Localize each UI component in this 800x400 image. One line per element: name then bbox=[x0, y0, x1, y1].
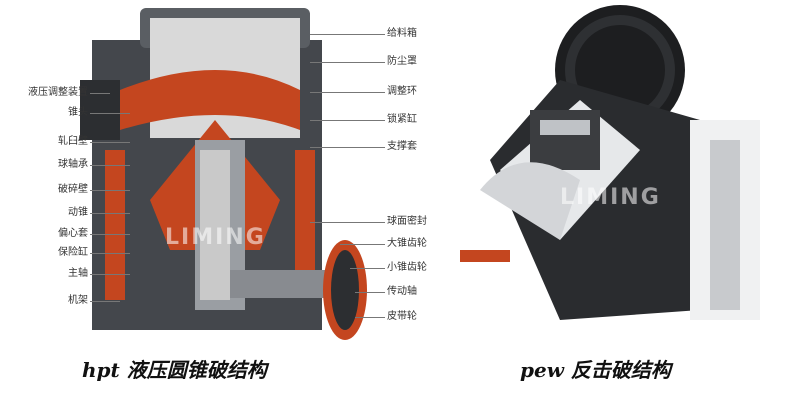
label-dust-cover: 防尘罩 bbox=[387, 56, 417, 67]
label-cone-head: 锥头 bbox=[68, 107, 88, 118]
label-main-shaft: 主轴 bbox=[68, 268, 88, 279]
label-moving-cone: 动锥 bbox=[68, 207, 88, 218]
label-spherical-seal: 球面密封 bbox=[387, 216, 427, 227]
label-hydraulic-adjust: 液压调整装置 bbox=[28, 87, 88, 98]
label-drive-shaft: 传动轴 bbox=[387, 286, 417, 297]
label-safety-cylinder: 保险缸 bbox=[58, 247, 88, 258]
cone-crusher-cutaway bbox=[80, 8, 367, 340]
label-bowl-liner: 轧臼壁 bbox=[58, 136, 88, 147]
label-small-bevel-gear: 小锥齿轮 bbox=[387, 262, 427, 273]
watermark: LIMING bbox=[560, 185, 661, 210]
label-pulley: 皮带轮 bbox=[387, 311, 417, 322]
jaw-crusher-illustration bbox=[460, 5, 760, 320]
label-lock-cylinder: 锁紧缸 bbox=[387, 114, 417, 125]
watermark: LIMING bbox=[165, 225, 266, 250]
label-support-sleeve: 支撑套 bbox=[387, 141, 417, 152]
caption-pew-crusher: pew 反击破结构 bbox=[520, 358, 671, 382]
label-frame: 机架 bbox=[68, 295, 88, 306]
label-mantle: 破碎壁 bbox=[58, 184, 88, 195]
label-big-bevel-gear: 大锥齿轮 bbox=[387, 238, 427, 249]
caption-hpt-cone-crusher: hpt 液压圆锥破结构 bbox=[82, 358, 267, 382]
label-eccentric: 偏心套 bbox=[58, 228, 88, 239]
label-adjust-ring: 调整环 bbox=[387, 86, 417, 97]
label-feed-hopper: 给料箱 bbox=[387, 28, 417, 39]
label-ball-bearing: 球轴承 bbox=[58, 159, 88, 170]
